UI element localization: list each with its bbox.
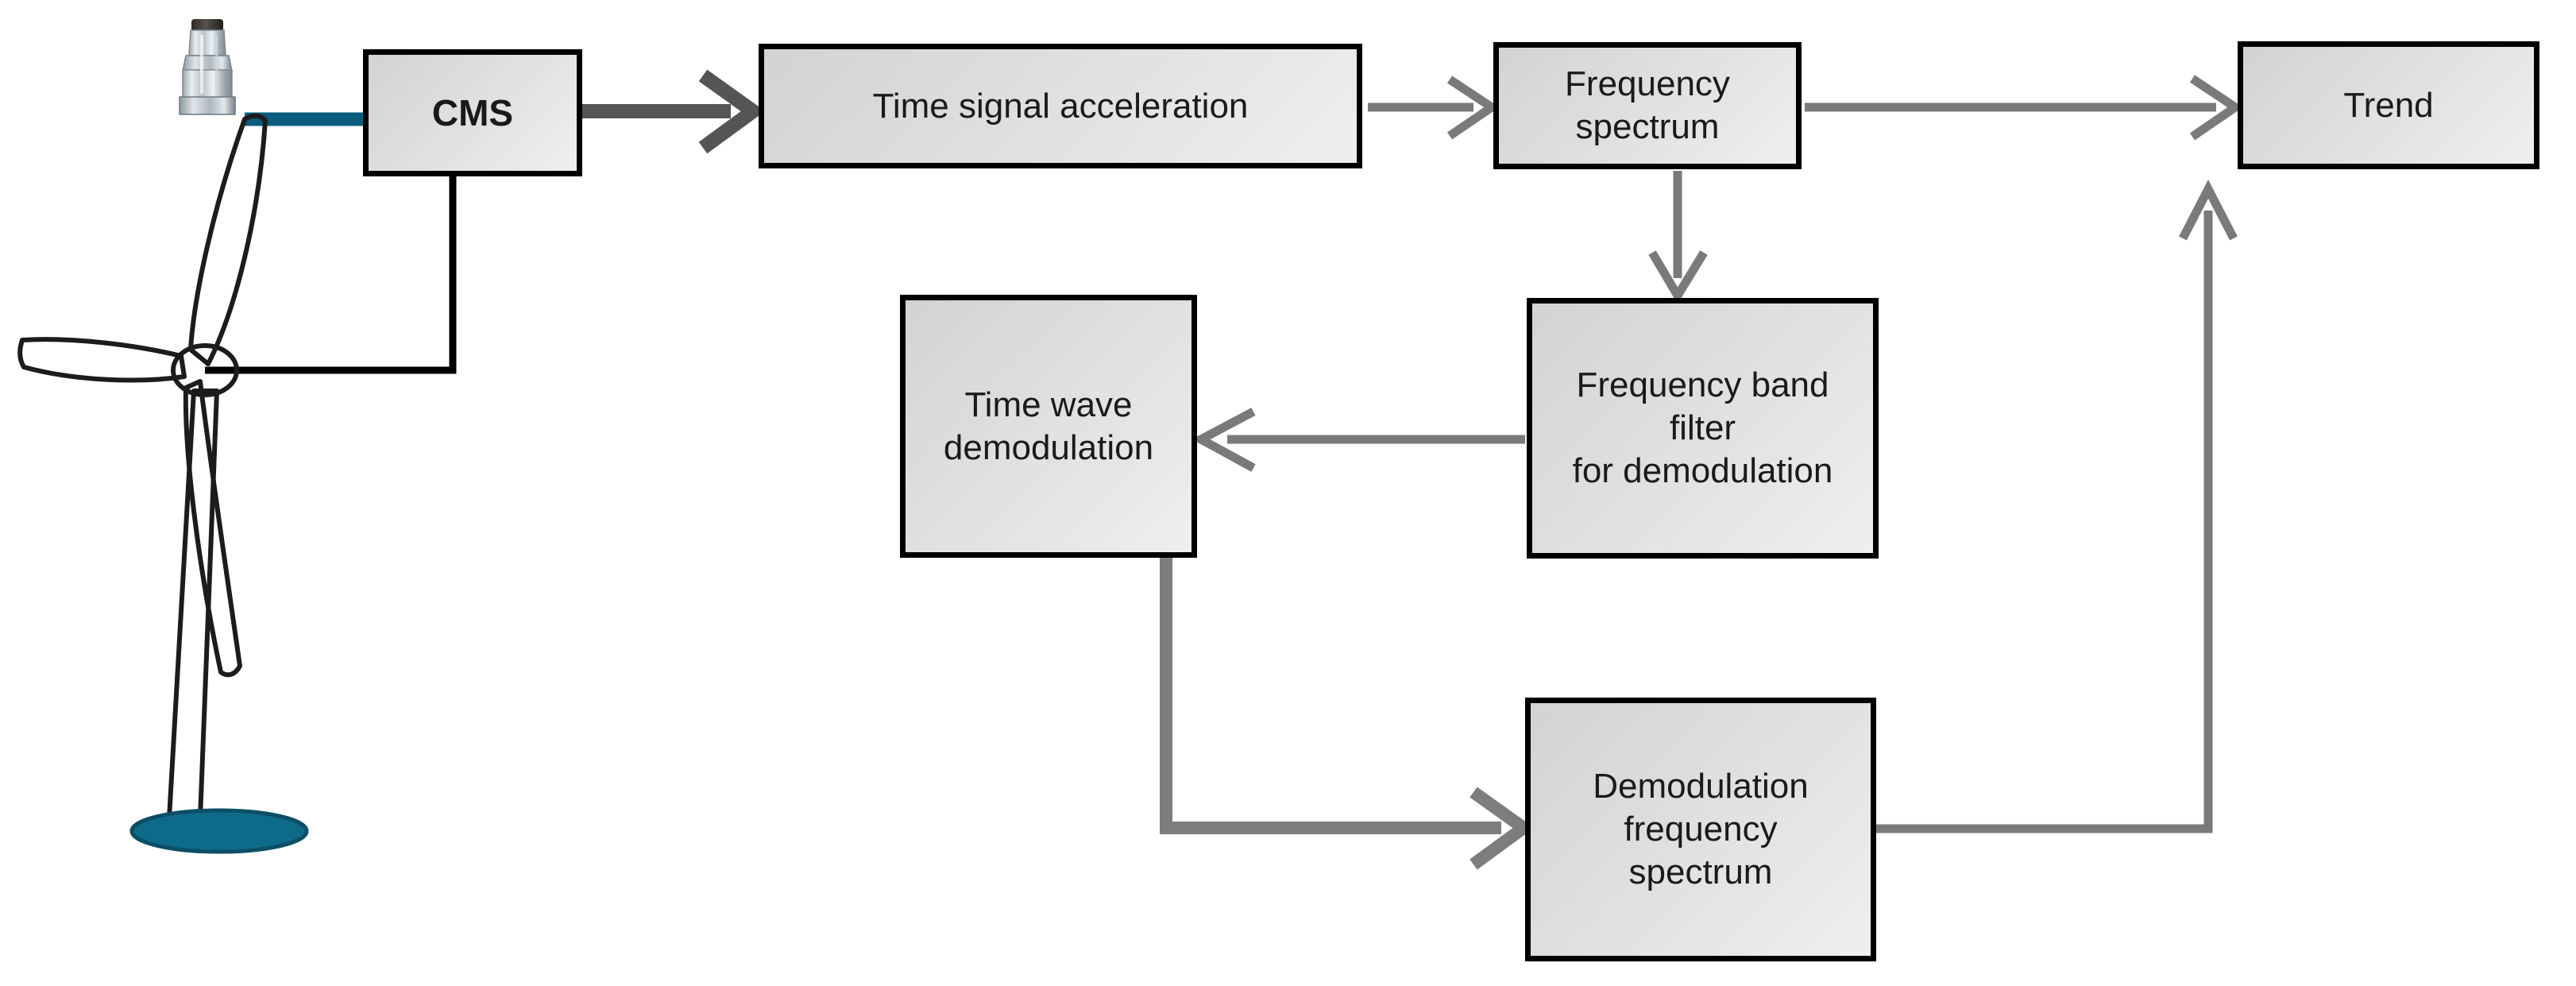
sensor-body	[179, 19, 236, 115]
connection-band-filter-to-time-wave	[1191, 408, 1525, 472]
node-frequency-band-filter-line1: Frequency band filter	[1576, 365, 1829, 448]
connection-cms-to-turbine	[205, 175, 457, 374]
connection-spectrum-to-trend	[1805, 75, 2243, 141]
node-time-signal-acceleration-label: Time signal acceleration	[872, 86, 1249, 126]
node-frequency-spectrum[interactable]: Frequency spectrum	[1493, 42, 1802, 169]
turbine-foundation	[129, 808, 309, 854]
connection-demod-to-trend	[1876, 180, 2238, 833]
node-trend-label: Trend	[2343, 85, 2434, 125]
node-time-wave-demodulation[interactable]: Time wave demodulation	[900, 295, 1197, 558]
connection-spectrum-to-band-filter	[1648, 171, 1708, 304]
connection-time-signal-to-spectrum	[1368, 75, 1500, 140]
node-demodulation-frequency-spectrum-label: Demodulation frequency spectrum	[1531, 765, 1871, 893]
node-trend[interactable]: Trend	[2238, 41, 2539, 169]
node-cms[interactable]: CMS	[363, 49, 582, 176]
node-demodulation-frequency-spectrum-line2: frequency spectrum	[1624, 810, 1778, 891]
node-time-wave-demodulation-line1: Time wave	[964, 385, 1133, 424]
node-frequency-band-filter-label: Frequency band filter for demodulation	[1532, 364, 1873, 492]
node-time-wave-demodulation-label: Time wave demodulation	[921, 384, 1176, 469]
node-frequency-spectrum-label: Frequency spectrum	[1565, 64, 1730, 146]
node-frequency-band-filter-line2: for demodulation	[1572, 450, 1833, 490]
node-demodulation-frequency-spectrum[interactable]: Demodulation frequency spectrum	[1525, 698, 1876, 961]
connection-time-wave-to-demod	[1160, 556, 1535, 870]
node-time-wave-demodulation-line2: demodulation	[943, 427, 1154, 467]
node-cms-label: CMS	[431, 91, 514, 133]
connection-cms-to-time-signal	[582, 69, 766, 154]
node-demodulation-frequency-spectrum-line1: Demodulation	[1593, 767, 1809, 806]
node-time-signal-acceleration[interactable]: Time signal acceleration	[759, 44, 1362, 168]
node-frequency-band-filter[interactable]: Frequency band filter for demodulation	[1527, 298, 1879, 559]
